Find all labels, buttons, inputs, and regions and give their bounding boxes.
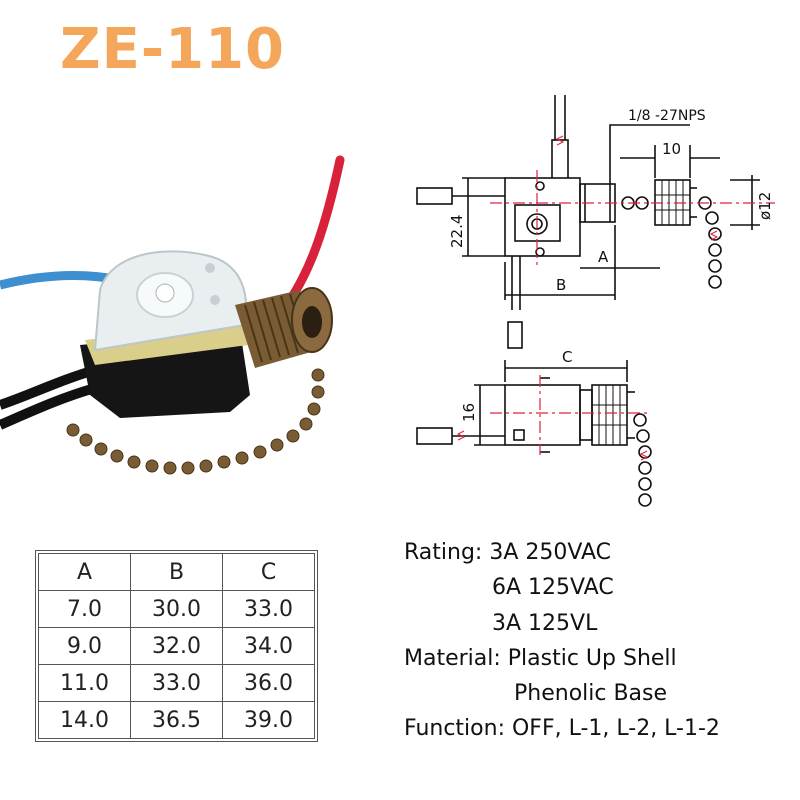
dim-10-label: 10 bbox=[662, 140, 681, 158]
black-wire bbox=[0, 365, 97, 410]
dim-b-label: B bbox=[556, 276, 566, 294]
table-header-b: B bbox=[130, 553, 223, 591]
table-row: 14.0 36.5 39.0 bbox=[38, 701, 315, 739]
table-cell: 7.0 bbox=[38, 590, 131, 628]
rating-line-2: 6A 125VAC bbox=[492, 575, 614, 600]
rating-line-3: 3A 125VL bbox=[492, 611, 598, 636]
thread-label: 1/8 -27NPS bbox=[628, 108, 706, 124]
table-row: 11.0 33.0 36.0 bbox=[38, 664, 315, 702]
table-cell: 39.0 bbox=[222, 701, 315, 739]
table-cell: 33.0 bbox=[222, 590, 315, 628]
rating-line: Rating: 3A 250VAC bbox=[404, 540, 612, 565]
table-cell: 9.0 bbox=[38, 627, 131, 665]
dim-a-label: A bbox=[598, 248, 609, 266]
switch-photo bbox=[0, 155, 345, 475]
table-row: 7.0 30.0 33.0 bbox=[38, 590, 315, 628]
table-header-c: C bbox=[222, 553, 315, 591]
dimension-table: A B C 7.0 30.0 33.0 9.0 32.0 34.0 11.0 3… bbox=[35, 550, 318, 742]
dim-c-label: C bbox=[562, 348, 572, 366]
material-line: Material: Plastic Up Shell bbox=[404, 646, 677, 671]
table-header-row: A B C bbox=[38, 553, 315, 591]
table-row: 9.0 32.0 34.0 bbox=[38, 627, 315, 665]
bead-chain bbox=[66, 368, 325, 475]
material-line-2: Phenolic Base bbox=[514, 681, 668, 706]
table-cell: 14.0 bbox=[38, 701, 131, 739]
table-cell: 32.0 bbox=[130, 627, 223, 665]
table-cell: 30.0 bbox=[130, 590, 223, 628]
dim-16-label: 16 bbox=[460, 403, 478, 422]
table-cell: 34.0 bbox=[222, 627, 315, 665]
product-title: ZE-110 bbox=[60, 17, 285, 82]
table-header-a: A bbox=[38, 553, 131, 591]
brass-nozzle bbox=[235, 287, 333, 368]
red-wire bbox=[285, 155, 345, 305]
function-line: Function: OFF, L-1, L-2, L-1-2 bbox=[404, 716, 720, 741]
table-cell: 36.0 bbox=[222, 664, 315, 702]
table-cell: 36.5 bbox=[130, 701, 223, 739]
table-cell: 11.0 bbox=[38, 664, 131, 702]
table-cell: 33.0 bbox=[130, 664, 223, 702]
technical-drawing: 1/8 -27NPS 10 ø12 22.4 A B C 16 bbox=[416, 95, 775, 507]
dim-12-label: ø12 bbox=[756, 192, 774, 220]
dim-22-4-label: 22.4 bbox=[448, 215, 466, 248]
